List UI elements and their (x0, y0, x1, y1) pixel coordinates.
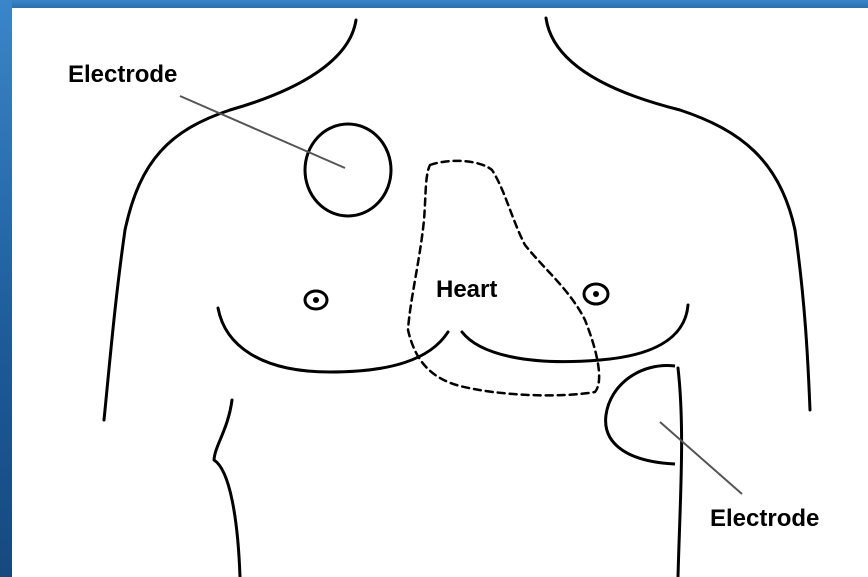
left-torso-side-outline (214, 400, 240, 577)
left-nipple-center (313, 297, 319, 303)
top-electrode (305, 124, 391, 216)
right-torso-side-outline (678, 368, 682, 577)
heart-label: Heart (436, 276, 497, 303)
right-neck-shoulder-outline (546, 18, 810, 410)
bottom-electrode-label: Electrode (710, 505, 819, 532)
bottom-electrode (606, 366, 675, 464)
left-pectoral-outline (218, 308, 448, 372)
right-nipple-center (593, 291, 599, 297)
top-electrode-label: Electrode (68, 61, 177, 88)
top-electrode-leader-line (180, 96, 345, 168)
right-pectoral-outline (462, 305, 688, 362)
